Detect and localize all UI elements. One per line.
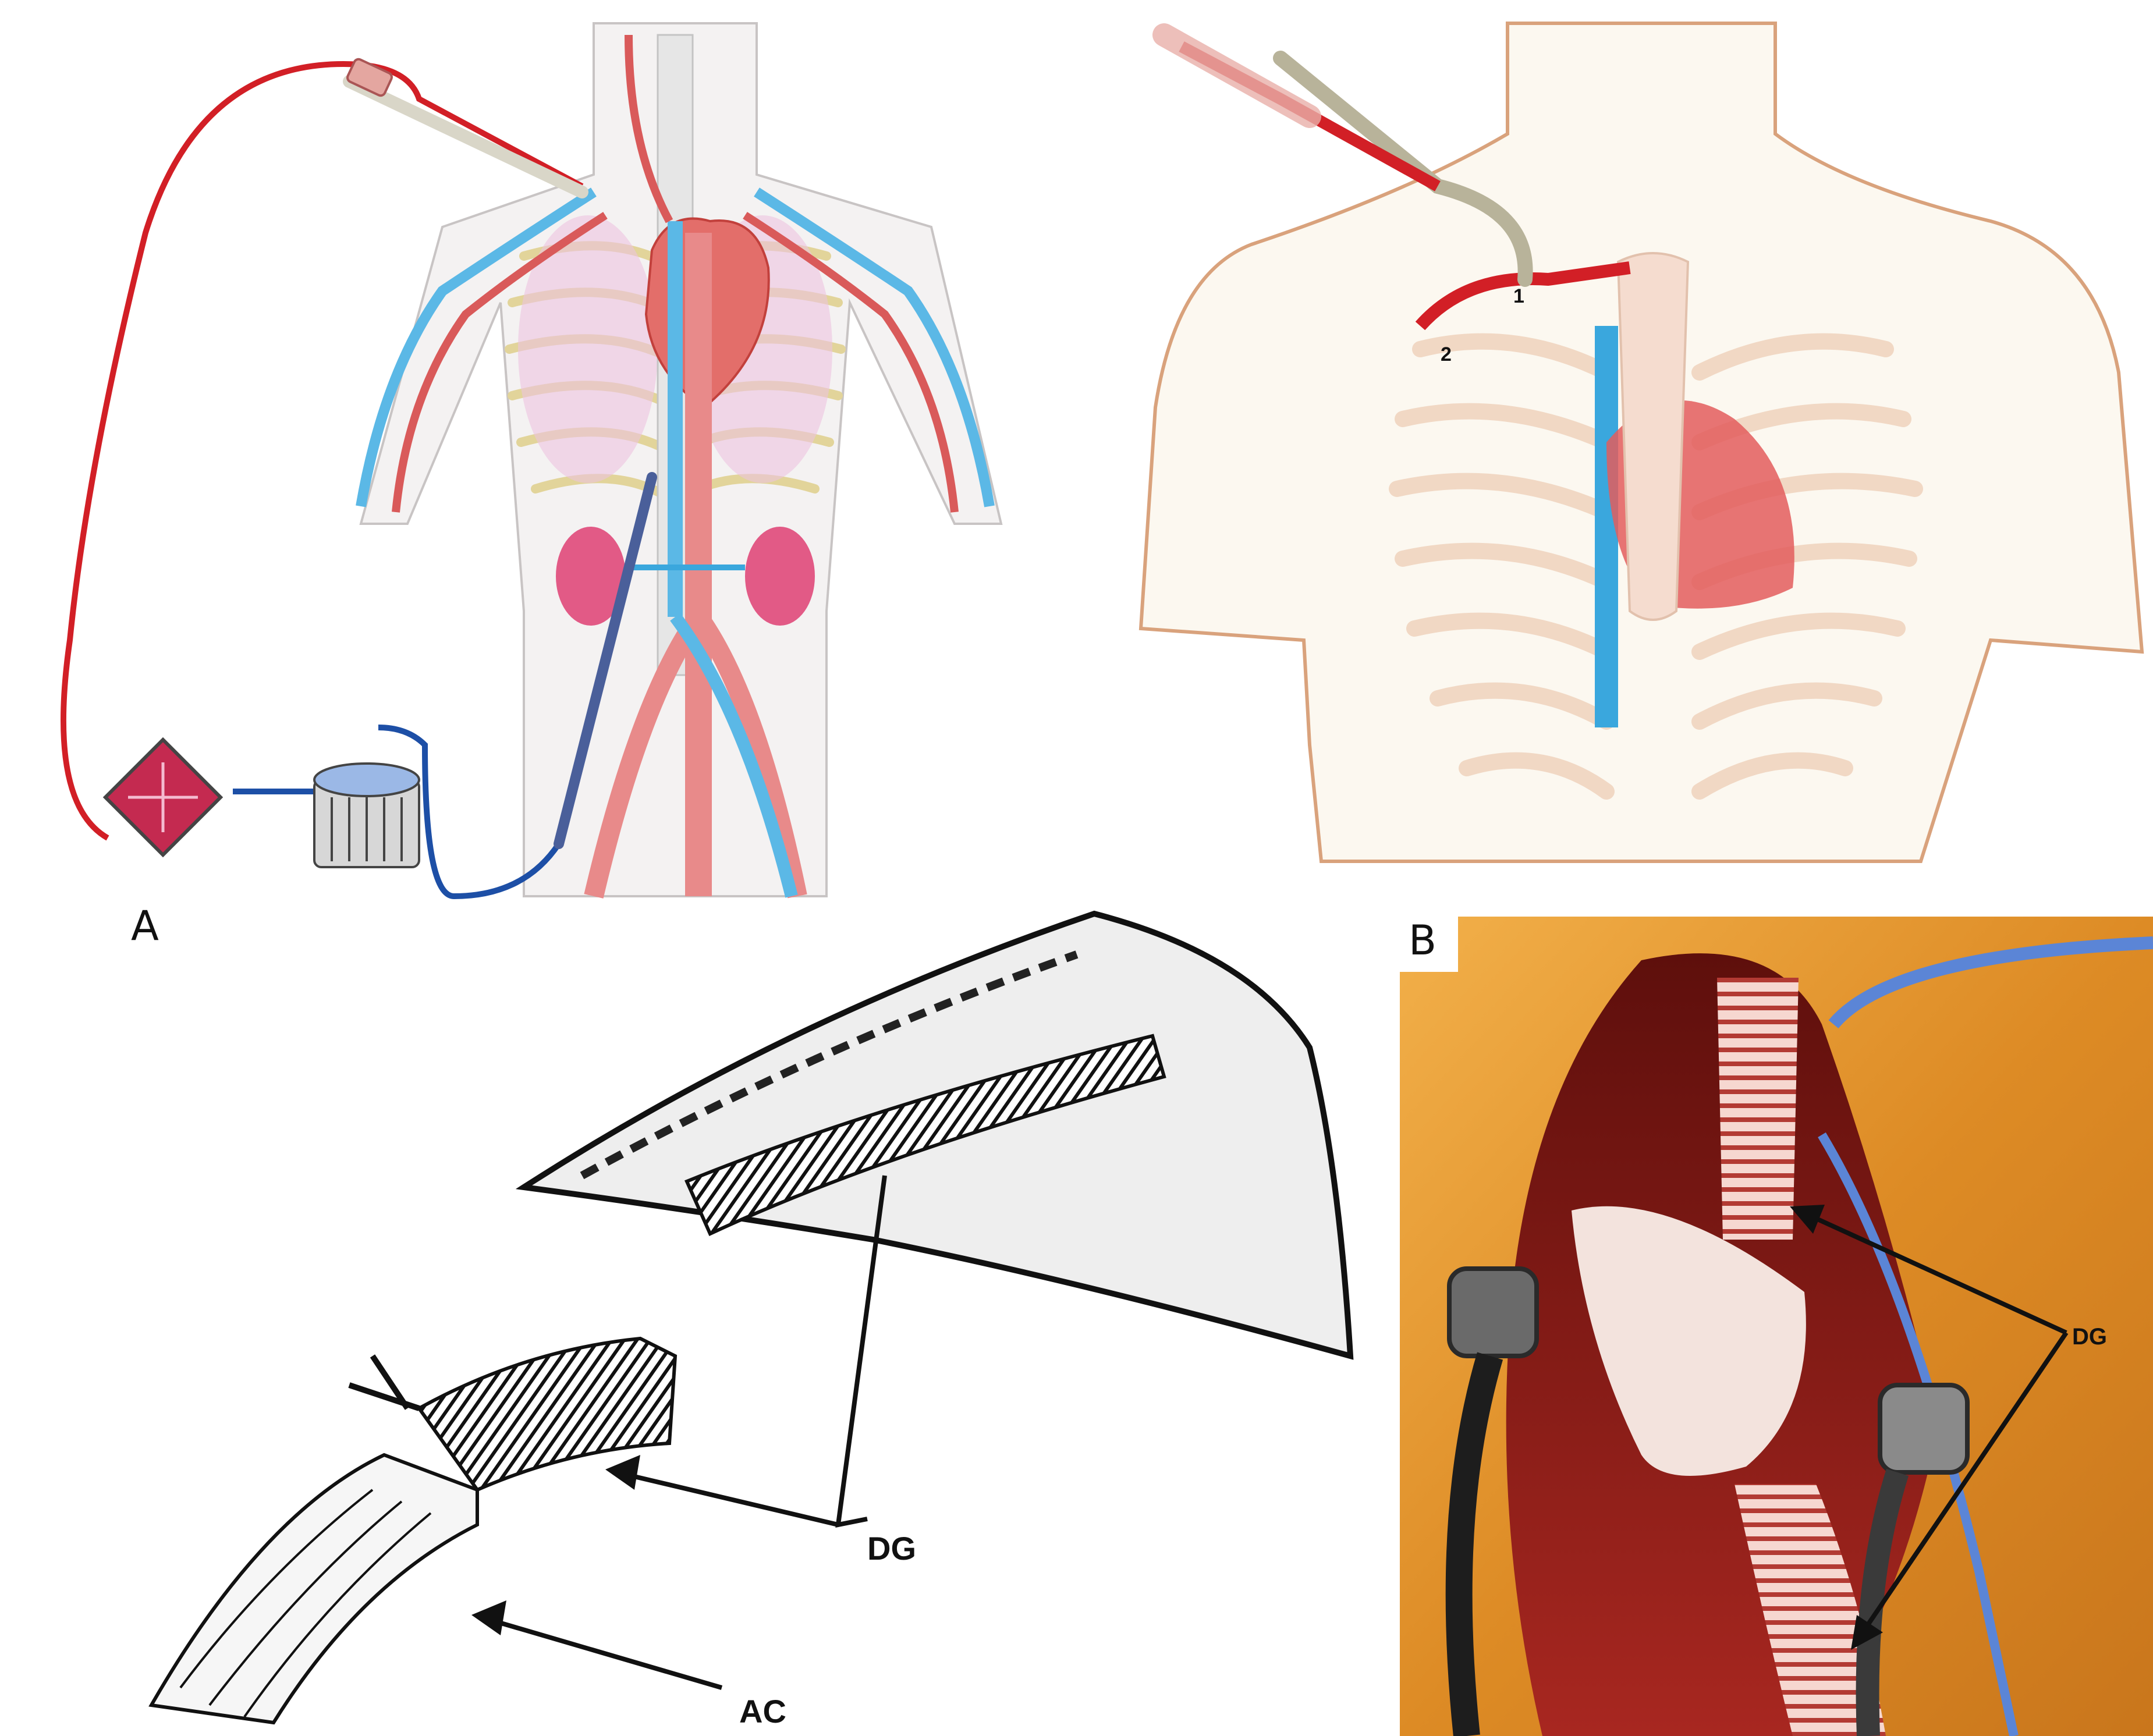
panel-letter-b: B xyxy=(1409,917,1436,964)
panel-letter-a: A xyxy=(131,902,159,950)
centrifugal-pump xyxy=(314,764,419,867)
right-kidney xyxy=(745,527,815,626)
arterial-connector xyxy=(346,58,393,97)
photo-dg-label: DG xyxy=(2072,1324,2107,1350)
anatomy-label-2: 2 xyxy=(1441,343,1452,365)
sketch-ac-label: AC xyxy=(739,1693,786,1730)
arrowhead-dg-sketch xyxy=(605,1455,640,1490)
graft-upper-photo xyxy=(1717,978,1799,1240)
sketch-dg-label: DG xyxy=(867,1530,916,1567)
axillary-connector xyxy=(1164,35,1310,116)
arterial-cannula xyxy=(349,81,582,192)
tie-knot xyxy=(349,1356,419,1408)
surgical-sketch xyxy=(151,914,1350,1723)
oxygenator xyxy=(105,740,221,855)
intraoperative-photo xyxy=(1400,917,2153,1736)
chest-illustration xyxy=(1141,23,2142,861)
arrowhead-ac xyxy=(471,1600,506,1635)
arrow-ac xyxy=(483,1618,722,1688)
sternum xyxy=(1618,253,1688,620)
body-circuit-illustration xyxy=(63,23,1001,896)
arterial-line xyxy=(63,64,582,838)
arterial-cannula-sketch xyxy=(151,1455,477,1723)
anatomy-label-1: 1 xyxy=(1513,285,1524,307)
